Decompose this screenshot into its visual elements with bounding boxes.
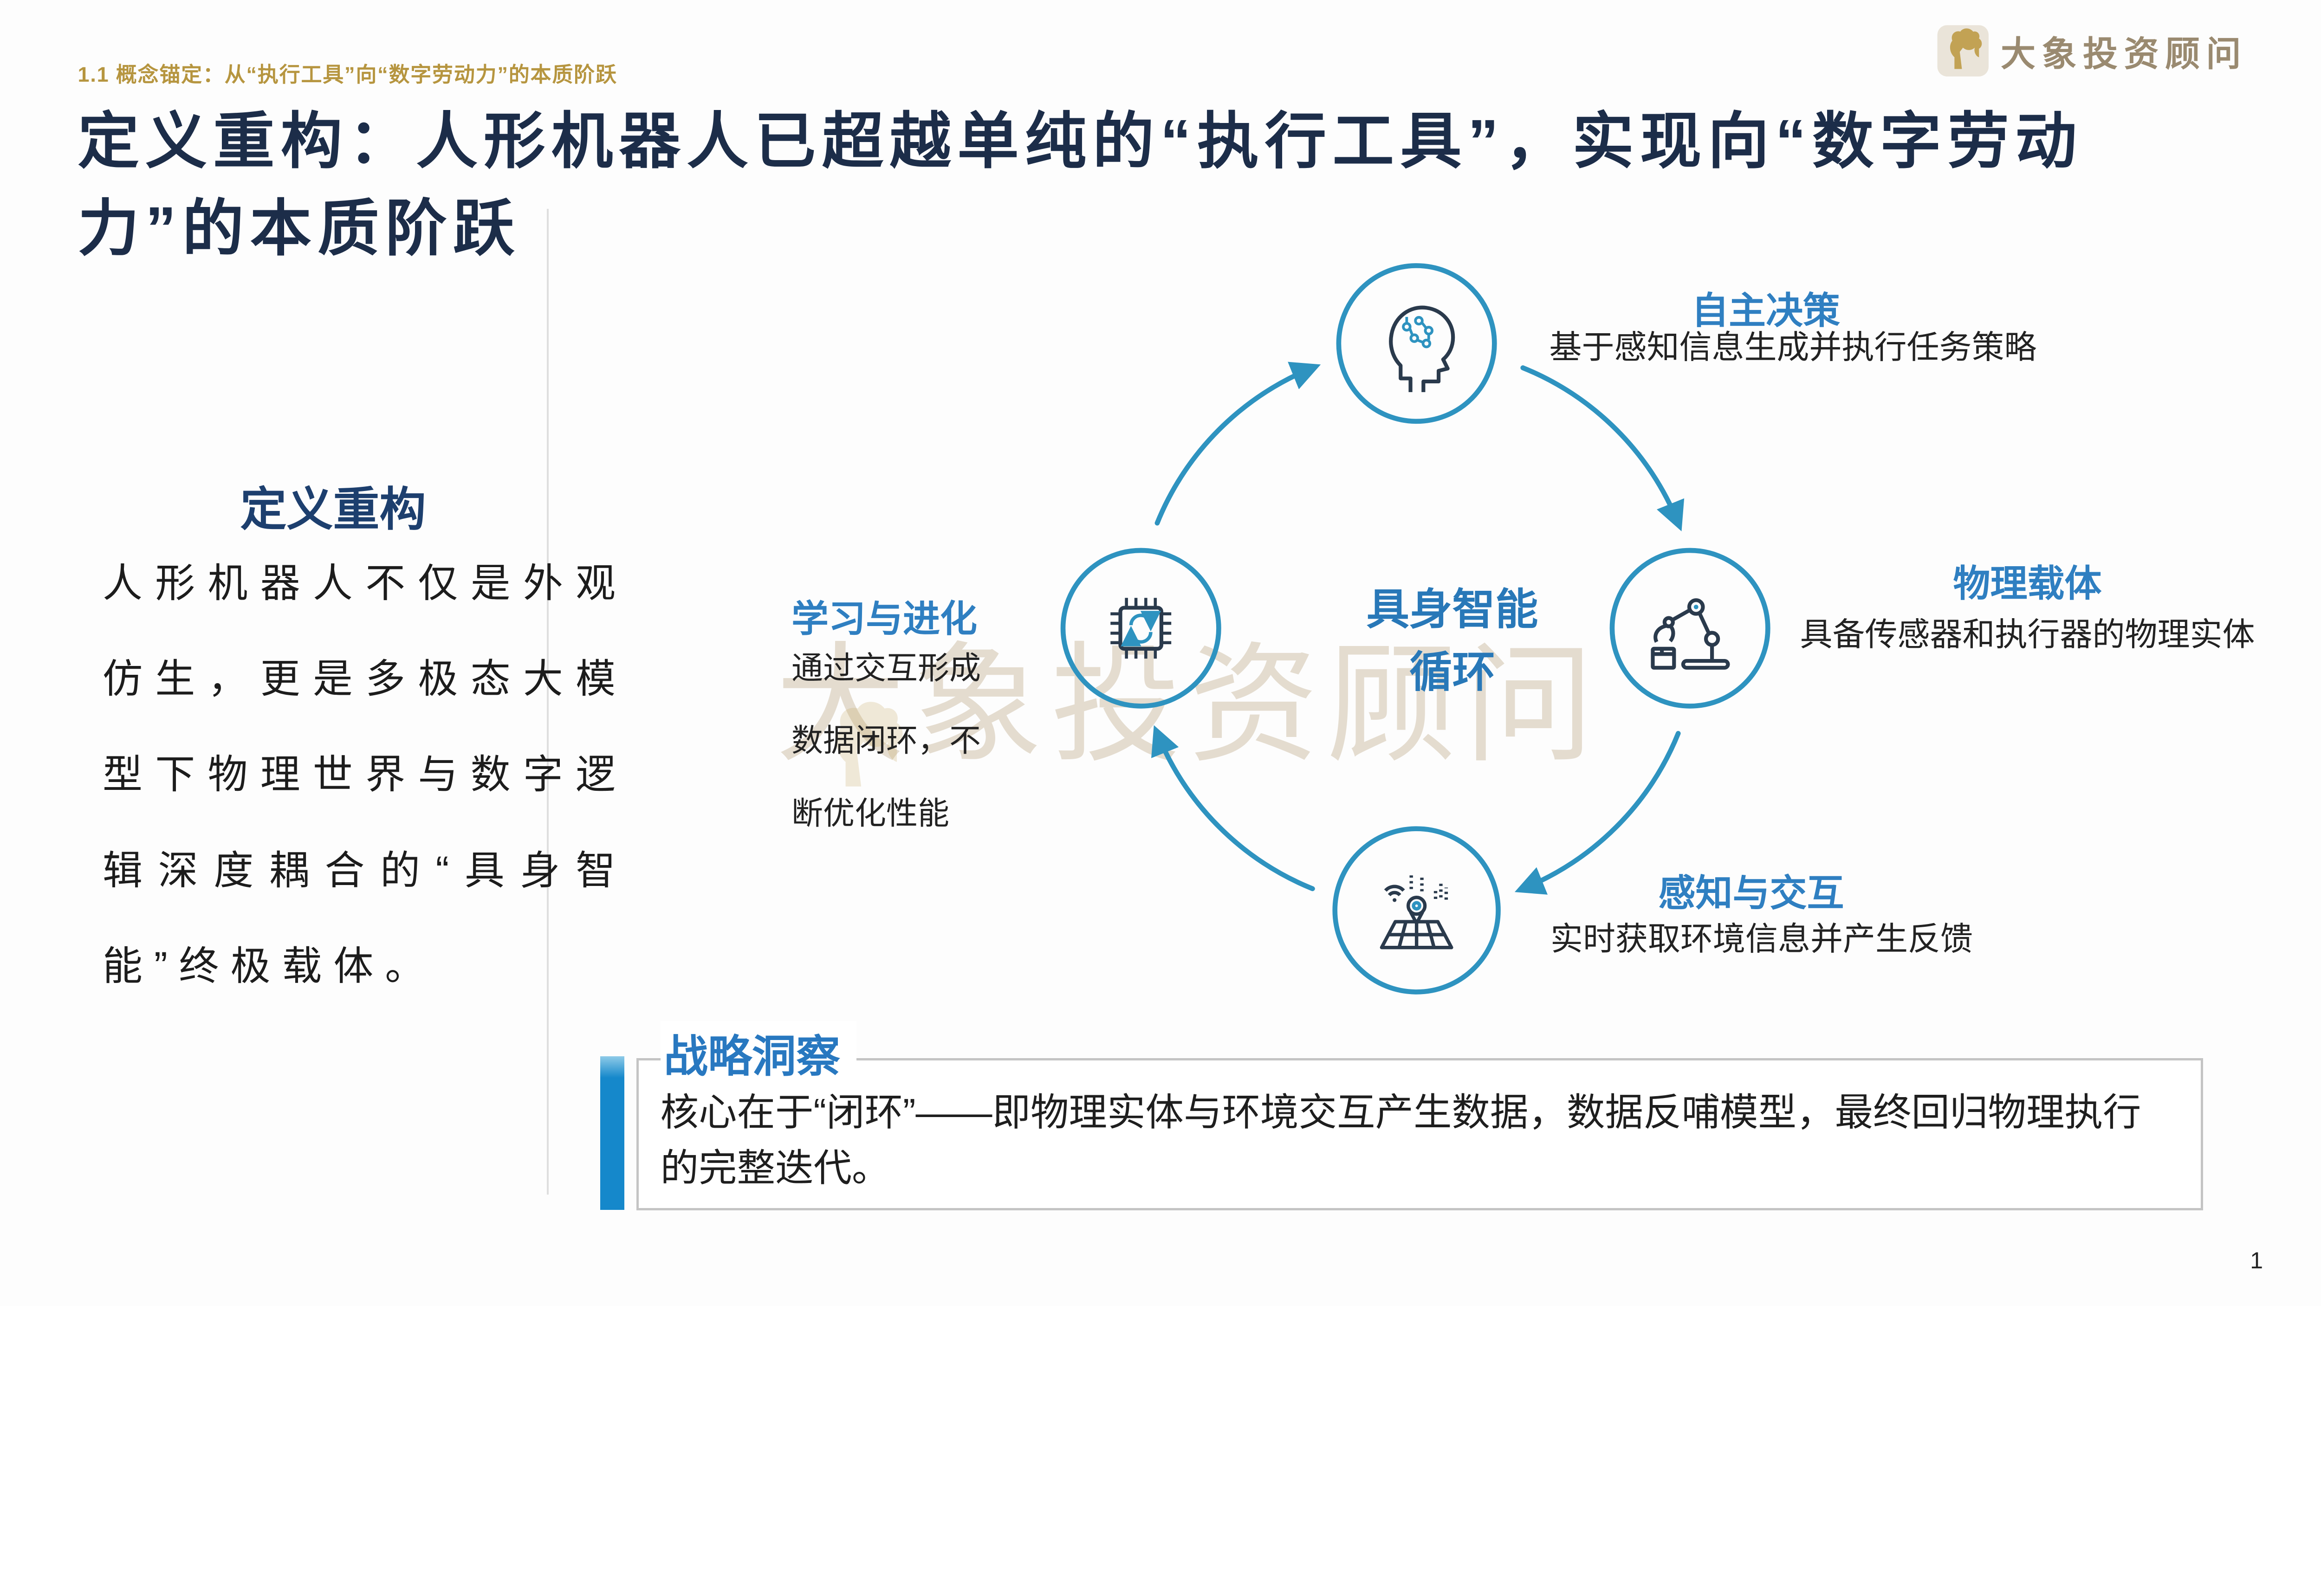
node-circle-decision	[1336, 263, 1497, 424]
cycle-arcs	[1151, 362, 1685, 895]
arc-decision-to-physical	[1520, 365, 1685, 532]
sidebar-heading: 定义重构	[240, 483, 426, 536]
node-label-physical: 物理载体	[1953, 562, 2102, 604]
node-desc-decision: 基于感知信息生成并执行任务策略	[1549, 329, 2037, 366]
sidebar-body: 人形机器人不仅是外观仿生，更是多极态大模型下物理世界与数字逻辑深度耦合的“具身智…	[103, 561, 627, 989]
watermark-text: 大象投资顾问	[775, 634, 1602, 779]
sensor-map-icon	[1380, 875, 1453, 950]
node-desc-physical: 具备传感器和执行器的物理实体	[1800, 616, 2255, 653]
arc-perception-to-learning	[1151, 725, 1315, 892]
vertical-divider	[547, 209, 549, 1195]
insight-body: 核心在于“闭环”——即物理实体与环境交互产生数据，数据反哺模型，最终回归物理执行…	[660, 1091, 2141, 1189]
cycle-center-label: 具身智能 循环	[1366, 585, 1538, 696]
insight-box	[636, 1058, 2203, 1211]
node-label-decision: 自主决策	[1692, 290, 1840, 331]
arc-physical-to-perception	[1514, 731, 1681, 895]
arc-learning-to-decision	[1154, 362, 1321, 526]
page-number: 1	[2250, 1247, 2263, 1273]
node-desc-learning: 通过交互形成 数据闭环，不 断优化性能	[791, 650, 981, 831]
chip-cycle-icon	[1110, 598, 1172, 659]
insight-title: 战略洞察	[660, 1021, 857, 1085]
node-label-perception: 感知与交互	[1658, 872, 1844, 914]
robot-arm-icon	[1651, 598, 1730, 670]
insight-accent-bar	[600, 1056, 625, 1210]
brain-head-icon	[1389, 305, 1455, 393]
node-desc-perception: 实时获取环境信息并产生反馈	[1550, 920, 1973, 957]
watermark-elephant-icon	[836, 702, 903, 787]
section-eyebrow: 1.1 概念锚定：从“执行工具”向“数字劳动力”的本质阶跃	[78, 62, 617, 86]
node-label-learning: 学习与进化	[791, 598, 977, 640]
node-circle-physical	[1609, 548, 1770, 709]
elephant-logo-icon	[1937, 25, 1989, 77]
brand-name: 大象投资顾问	[2001, 35, 2248, 74]
cycle-diagram	[1060, 263, 1770, 995]
brand-logo: 大象投资顾问	[1936, 24, 2247, 78]
node-circle-learning	[1060, 548, 1221, 709]
node-circle-perception	[1332, 826, 1501, 995]
slide: 1.1 概念锚定：从“执行工具”向“数字劳动力”的本质阶跃 定义重构：人形机器人…	[78, 24, 2263, 1273]
page-title: 定义重构：人形机器人已超越单纯的“执行工具”，实现向“数字劳动力”的本质阶跃	[78, 107, 2083, 264]
